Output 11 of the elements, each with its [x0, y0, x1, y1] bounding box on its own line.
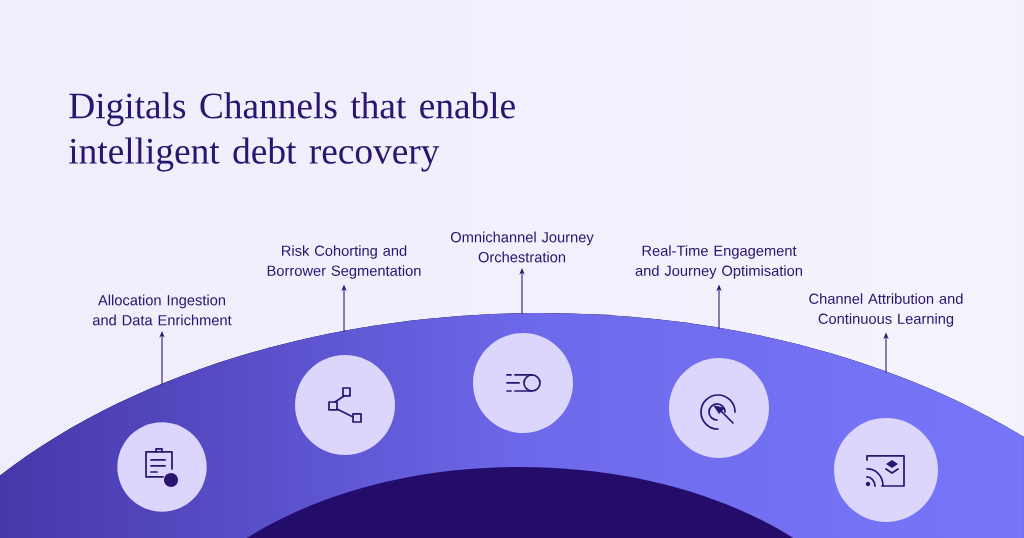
icon-circle	[669, 358, 769, 458]
step-label: Omnichannel Journey Orchestration	[450, 231, 594, 263]
step-label: Channel Attribution and Continuous Learning	[809, 293, 963, 327]
icon-circle	[117, 422, 207, 512]
step-label: Allocation Ingestion and Data Enrichment	[92, 294, 232, 326]
icon-circle	[473, 333, 573, 433]
icon-circle	[834, 418, 938, 522]
step-label: Real-Time Engagement and Journey Optimisation	[635, 245, 802, 279]
title: Digitals Channels that enable intelligent debt recovery	[69, 92, 515, 172]
icon-circle	[295, 355, 395, 455]
step-label: Risk Cohorting and Borrower Segmentation	[267, 245, 421, 279]
